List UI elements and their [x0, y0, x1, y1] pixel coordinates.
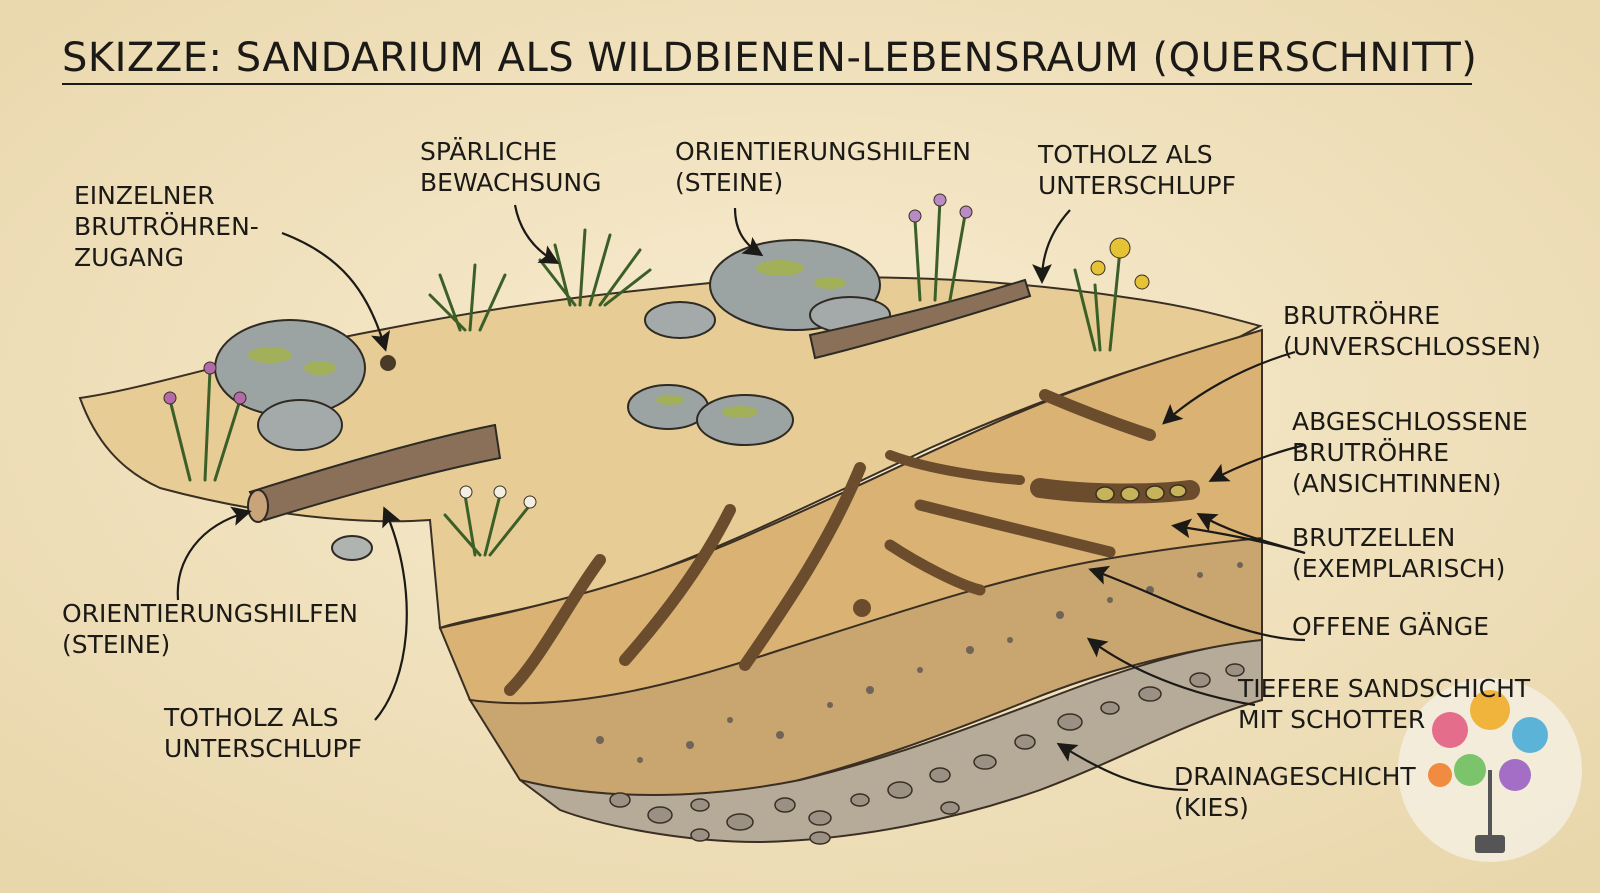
label-orientierungshilfen-left: ORIENTIERUNGSHILFEN(STEINE) — [62, 599, 358, 659]
stones — [214, 239, 891, 561]
arrow-einzelner — [281, 231, 391, 352]
deadwood-logs — [247, 278, 1032, 523]
gravel-pebbles — [609, 663, 1245, 845]
label-brutzellen: BRUTZELLEN(EXEMPLARISCH) — [1292, 523, 1506, 583]
arrow-offene — [1088, 565, 1306, 642]
arrow-totholz-top — [1032, 209, 1071, 284]
arrow-tiefere — [1086, 637, 1256, 707]
arrow-orient-top — [733, 207, 764, 257]
label-drainageschicht: DRAINAGESCHICHT(KIES) — [1174, 762, 1416, 822]
small-gravel-dots — [596, 562, 1243, 763]
arrow-totholz-bottom — [374, 506, 408, 721]
brood-tube-entrance-hole — [380, 355, 396, 371]
label-orientierungshilfen-top: ORIENTIERUNGSHILFEN(STEINE) — [675, 137, 971, 197]
arrow-abgeschlossen — [1208, 443, 1306, 482]
arrow-spaerliche — [513, 204, 560, 264]
lightbulb-tree-logo-icon — [1398, 678, 1582, 862]
arrow-brutzellen-2 — [1171, 518, 1306, 555]
title-underline — [62, 83, 1472, 85]
drainage-gravel-layer — [519, 638, 1263, 844]
closed-brood-tube — [1030, 478, 1200, 504]
cell-in-profile — [853, 599, 871, 617]
label-offene-gaenge: OFFENE GÄNGE — [1292, 612, 1490, 641]
moss-patches — [248, 260, 846, 418]
diagram-title: SKIZZE: SANDARIUM ALS WILDBIENEN-LEBENSR… — [62, 35, 1478, 81]
arrow-orient-left — [176, 506, 252, 601]
leader-arrows — [176, 204, 1306, 792]
open-tunnels — [504, 389, 1156, 696]
flowers — [163, 193, 1150, 509]
arrow-brutroehre — [1162, 350, 1296, 425]
label-brutroehre-unverschlossen: BRUTRÖHRE(UNVERSCHLOSSEN) — [1283, 301, 1541, 361]
arrow-drainage — [1056, 742, 1189, 792]
vegetation — [168, 198, 1122, 557]
